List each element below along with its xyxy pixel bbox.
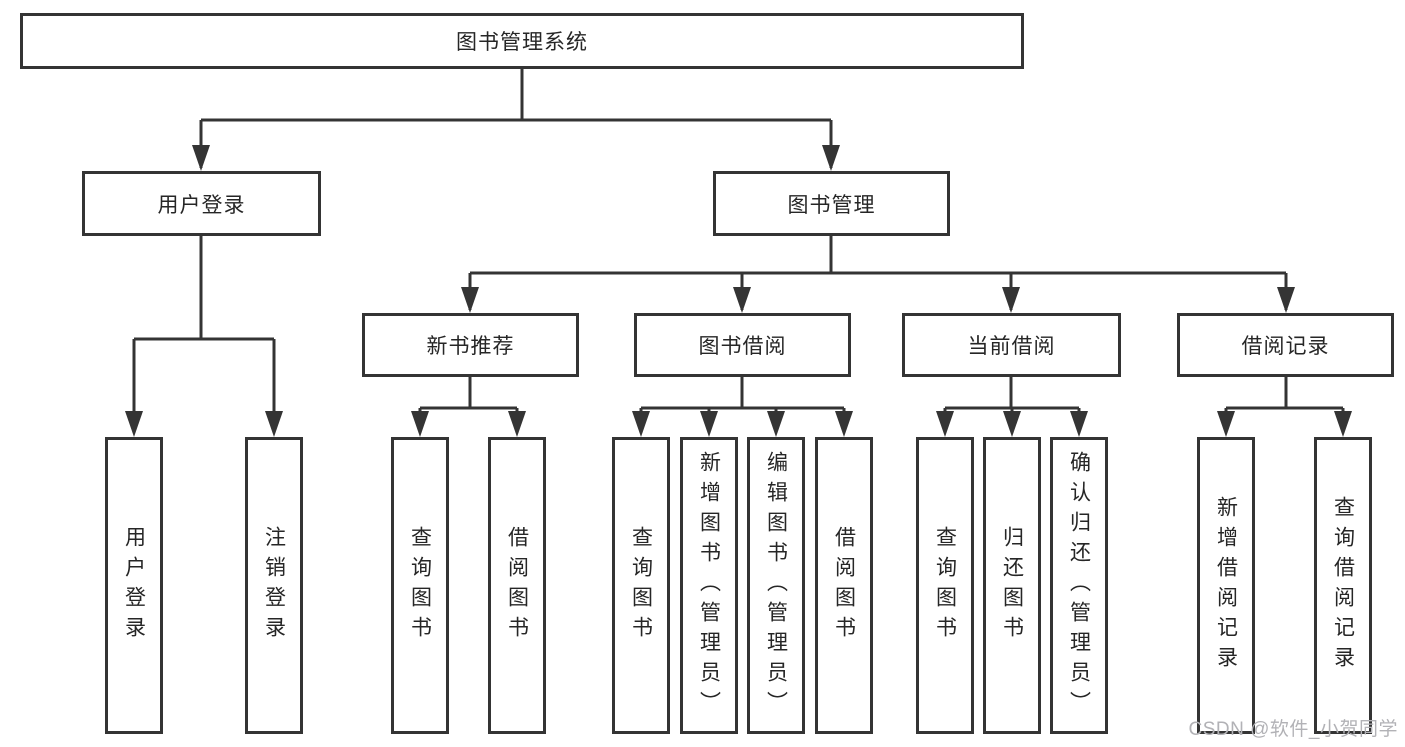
node-root-title: 图书管理系统 [20,13,1024,69]
node-new-book-recommend: 新书推荐 [362,313,579,377]
node-current-borrowing: 当前借阅 [902,313,1121,377]
leaf-logout: 注销登录 [245,437,303,734]
node-book-borrowing: 图书借阅 [634,313,851,377]
arrowhead-icons [125,145,1352,437]
node-borrowing-records: 借阅记录 [1177,313,1394,377]
leaf-borrowing-query-books: 查询图书 [612,437,670,734]
leaf-newbook-query-books: 查询图书 [391,437,449,734]
node-book-management: 图书管理 [713,171,950,236]
connector-segments [132,69,1345,433]
leaf-newbook-borrow-books: 借阅图书 [488,437,546,734]
leaf-borrowing-borrow-books: 借阅图书 [815,437,873,734]
leaf-borrowing-add-books-admin: 新增图书（管理员） [680,437,738,734]
leaf-user-login: 用户登录 [105,437,163,734]
leaf-current-confirm-return-admin: 确认归还（管理员） [1050,437,1108,734]
leaf-borrowing-edit-books-admin: 编辑图书（管理员） [747,437,805,734]
leaf-current-query-books: 查询图书 [916,437,974,734]
watermark: CSDN @软件_小贺同学 [1188,719,1398,740]
leaf-records-add-record: 新增借阅记录 [1197,437,1255,734]
node-user-login: 用户登录 [82,171,321,236]
leaf-records-query-record: 查询借阅记录 [1314,437,1372,734]
leaf-current-return-books: 归还图书 [983,437,1041,734]
